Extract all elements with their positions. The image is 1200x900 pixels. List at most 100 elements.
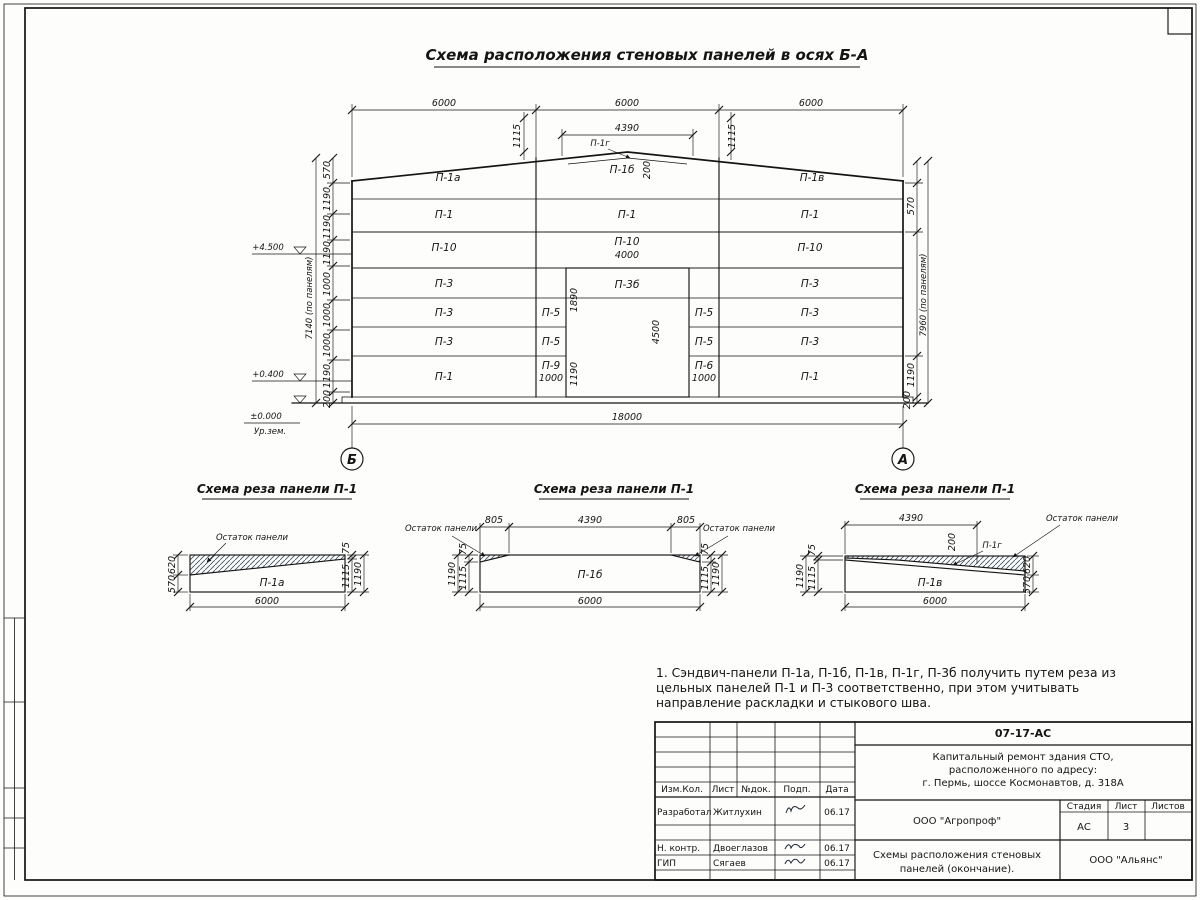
panel-label-ridge: П-1г xyxy=(590,139,610,149)
dim-4500: 4500 xyxy=(651,320,662,344)
dim-4390: 4390 xyxy=(899,513,923,524)
panel-label: П-1 xyxy=(435,209,453,221)
stage-header: Стадия xyxy=(1067,802,1102,812)
leftover-label: Остаток панели xyxy=(405,524,477,534)
dim-4390: 4390 xyxy=(578,515,602,526)
leftover-label: Остаток панели xyxy=(1046,514,1118,524)
dim-200: 200 xyxy=(947,533,958,551)
dim-75: 75 xyxy=(341,542,352,554)
detail-title: Схема реза панели П-1 xyxy=(197,482,357,496)
dim-200-base-left: 200 xyxy=(322,390,333,408)
left-dimensions: 570 1190 1190 1190 1000 1000 1000 1190 2… xyxy=(305,153,350,408)
dim-1000-right: 1000 xyxy=(692,373,716,384)
panel-label: П-3б xyxy=(615,279,640,291)
dim-1190-right: 1190 xyxy=(906,363,917,387)
panel-label: П-3 xyxy=(801,336,819,348)
dim-1190: 1190 xyxy=(795,564,806,588)
dim-570-right: 570 xyxy=(906,197,917,215)
panel-label: П-1в xyxy=(918,577,943,589)
panel-label: П-9 xyxy=(542,360,561,372)
col-podp: Подп. xyxy=(783,785,810,795)
door-opening xyxy=(565,267,690,398)
left-margin-cells xyxy=(4,617,25,880)
dim-chain: 1000 xyxy=(322,303,333,327)
detail-1: Схема реза панели П-1 П-1а Остаток панел… xyxy=(167,482,369,612)
dim-1115-left: 1115 xyxy=(512,124,523,148)
title-block: Изм.Кол. Лист №док. Подп. Дата Разработа… xyxy=(654,721,1193,881)
axis-letter-a: А xyxy=(897,453,908,468)
name-ncontrol: Двоеглазов xyxy=(713,844,768,854)
dim-570: 570 xyxy=(1022,576,1033,594)
col-izm-kol: Изм.Кол. xyxy=(661,785,703,795)
panel-label: П-3 xyxy=(435,307,453,319)
panel-label: П-1а xyxy=(436,172,461,184)
dim-chain: 1190 xyxy=(322,215,333,239)
project-line3: г. Пермь, шоссе Космонавтов, д. 318А xyxy=(922,778,1124,789)
panel-label: П-1в xyxy=(800,172,825,184)
leftover-hatch xyxy=(845,556,1025,571)
panel-label: П-3 xyxy=(801,278,819,290)
col-list: Лист xyxy=(712,785,735,795)
dim-overall-left: 7140 (по панелям) xyxy=(305,257,315,340)
level-4500: +4.500 xyxy=(252,243,283,253)
panel-label: П-10 xyxy=(614,236,639,248)
page-frame xyxy=(3,3,1197,897)
dim-1115: 1115 xyxy=(807,566,818,590)
leftover-hatch xyxy=(190,555,345,575)
corner-doc-box xyxy=(1167,7,1193,35)
sheet-header: Лист xyxy=(1115,802,1138,812)
dim-6000: 6000 xyxy=(578,596,602,607)
dim-570: 570 xyxy=(167,575,178,593)
panel-label: П-5 xyxy=(542,336,561,348)
name-developer: Житлухин xyxy=(713,808,762,818)
dim-chain: 570 xyxy=(322,161,333,179)
panel-label: П-1б xyxy=(578,569,603,581)
panel-label: П-1 xyxy=(801,209,819,221)
role-developer: Разработал xyxy=(657,808,712,818)
dim-6000: 6000 xyxy=(255,596,279,607)
general-note: 1. Сэндвич-панели П-1а, П-1б, П-1в, П-1г… xyxy=(656,666,1116,710)
level-0000: ±0.000 xyxy=(250,412,281,422)
stage-value: АС xyxy=(1077,822,1091,833)
panel-label: П-3 xyxy=(435,278,453,290)
panel-label: П-3 xyxy=(801,307,819,319)
dim-1115: 1115 xyxy=(341,564,352,588)
col-ndok: №док. xyxy=(741,785,770,795)
dim-805: 805 xyxy=(677,515,695,526)
panel-label: П-1 xyxy=(618,209,636,221)
dim-1000-left: 1000 xyxy=(539,373,563,384)
panel-label: П-6 xyxy=(695,360,714,372)
dim-18000: 18000 xyxy=(612,412,642,423)
bottom-dimensions: 18000 Б А xyxy=(340,406,915,471)
dim-4000: 4000 xyxy=(615,250,639,261)
detail-title: Схема реза панели П-1 xyxy=(855,482,1015,496)
date-ncontrol: 06.17 xyxy=(824,844,850,854)
subject-line1: Схемы расположения стеновых xyxy=(873,850,1041,861)
panel-label: П-5 xyxy=(542,307,561,319)
dim-200-ridge: 200 xyxy=(642,161,653,179)
level-0400: +0.400 xyxy=(252,370,283,380)
col-data: Дата xyxy=(825,785,848,795)
axis-bubble-a xyxy=(891,447,915,471)
role-ncontrol: Н. контр. xyxy=(657,844,700,854)
date-developer: 06.17 xyxy=(824,808,850,818)
detail-3: Схема реза панели П-1 П-1в П-1г Остаток … xyxy=(795,482,1118,612)
dim-75: 75 xyxy=(700,543,711,555)
panel-label: П-10 xyxy=(797,242,822,254)
dim-chain: 1190 xyxy=(322,241,333,265)
project-line1: Капитальный ремонт здания СТО, xyxy=(932,752,1113,763)
panel-label: П-1б xyxy=(610,164,635,176)
dim-1190: 1190 xyxy=(353,562,364,586)
dim-chain: 1190 xyxy=(322,364,333,388)
ground-label: Ур.зем. xyxy=(254,427,286,437)
dim-6000: 6000 xyxy=(432,98,456,109)
dim-805: 805 xyxy=(485,515,503,526)
page-title: Схема расположения стеновых панелей в ос… xyxy=(425,46,868,64)
panel-label: П-1 xyxy=(801,371,819,383)
org-alliance: ООО "Альянс" xyxy=(1089,855,1162,866)
signature xyxy=(784,858,806,865)
subject-line2: панелей (окончание). xyxy=(900,864,1015,875)
panel-label: П-10 xyxy=(431,242,456,254)
project-line2: расположенного по адресу: xyxy=(949,765,1097,776)
